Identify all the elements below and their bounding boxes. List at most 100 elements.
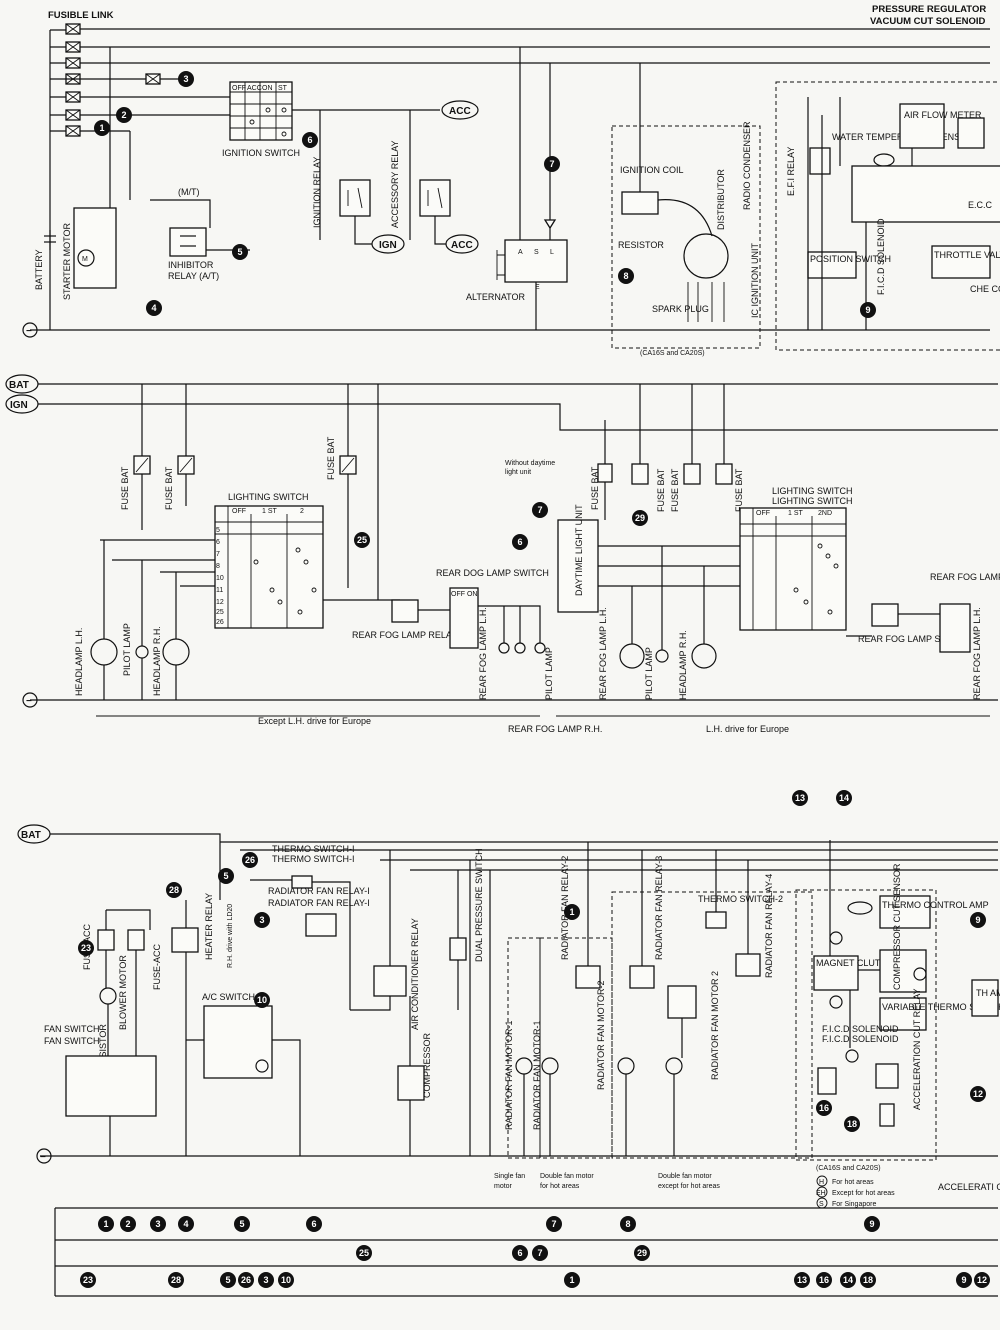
callout-marker-label: 26 (245, 855, 255, 865)
callout-marker (234, 1216, 250, 1232)
svg-text:FUSE BAT: FUSE BAT (164, 466, 174, 510)
callout-marker (532, 502, 548, 518)
svg-text:BLOWER MOTOR: BLOWER MOTOR (118, 955, 128, 1030)
svg-text:(CA16S and CA20S): (CA16S and CA20S) (816, 1165, 881, 1172)
ignition-relay: IGNITION RELAY IGN (312, 157, 405, 254)
svg-text:DUAL PRESSURE SWITCH: DUAL PRESSURE SWITCH (474, 848, 484, 962)
svg-text:light unit: light unit (505, 469, 531, 476)
inhibitor-relay: INHIBITOR RELAY (A/T) (M/T) (150, 187, 250, 281)
svg-text:F.I.C.D SOLENOID: F.I.C.D SOLENOID (822, 1024, 899, 1034)
callout-marker (146, 300, 162, 316)
fusible-links (65, 23, 161, 137)
svg-text:ACC: ACC (449, 106, 471, 117)
svg-text:HEATER RELAY: HEATER RELAY (204, 893, 214, 960)
svg-text:HEADLAMP R.H.: HEADLAMP R.H. (152, 626, 162, 696)
callout-marker-label: 1 (99, 123, 104, 133)
svg-text:RADIATOR FAN MOTOR-1: RADIATOR FAN MOTOR-1 (504, 1020, 514, 1130)
callout-marker-label: 10 (281, 1275, 291, 1285)
svg-text:REAR FOG LAMP L.H.: REAR FOG LAMP L.H. (598, 607, 608, 700)
svg-text:1 ST: 1 ST (788, 510, 804, 517)
ignition-switch-label: IGNITION SWITCH (222, 148, 300, 158)
svg-text:ACCELERATI CUT SWITCH: ACCELERATI CUT SWITCH (938, 1182, 1000, 1192)
svg-text:Except for hot areas: Except for hot areas (832, 1190, 895, 1197)
svg-text:Single fan: Single fan (494, 1173, 525, 1180)
lh-drive-label: L.H. drive for Europe (706, 724, 789, 734)
callout-marker (620, 1216, 636, 1232)
svg-text:COMPRESSOR CUT SENSOR: COMPRESSOR CUT SENSOR (892, 863, 902, 990)
svg-text:ON: ON (262, 85, 273, 92)
callout-marker-label: 3 (155, 1219, 160, 1229)
alternator: A S L E ALTERNATOR (466, 47, 568, 330)
lamps-right: REAR FOG LAMP L.H. PILOT LAMP HEADLAMP R… (598, 546, 1000, 700)
callout-marker-label: 18 (863, 1275, 873, 1285)
svg-text:FUSE-ACC: FUSE-ACC (152, 943, 162, 990)
svg-text:For hot areas: For hot areas (832, 1179, 874, 1186)
svg-text:6: 6 (216, 539, 220, 546)
svg-text:IGN: IGN (379, 240, 397, 251)
battery-label: BATTERY (34, 249, 44, 290)
svg-text:RADIATOR FAN RELAY-3: RADIATOR FAN RELAY-3 (654, 856, 664, 960)
svg-text:−: − (26, 696, 32, 707)
callout-marker (864, 1216, 880, 1232)
callout-marker (974, 1272, 990, 1288)
vacuum-cut-label: VACUUM CUT SOLENOID (870, 16, 986, 27)
efi-section: E.F.I RELAY WATER TEMPERATURE SENSOR AIR… (775, 81, 1000, 351)
callout-marker (178, 71, 194, 87)
svg-text:10: 10 (216, 575, 224, 582)
svg-text:AIR CONDITIONER RELAY: AIR CONDITIONER RELAY (410, 918, 420, 1030)
callout-marker (970, 1086, 986, 1102)
daytime-light-unit: Without daytime light unit DAYTIME LIGHT… (505, 420, 613, 613)
callout-marker (98, 1216, 114, 1232)
starter-motor-label: STARTER MOTOR (62, 222, 72, 300)
callout-marker (794, 1272, 810, 1288)
svg-text:HEADLAMP L.H.: HEADLAMP L.H. (74, 628, 84, 696)
ac-switch: A/C SWITCH (186, 992, 301, 1156)
svg-text:REAR FOG LAMP RELAY: REAR FOG LAMP RELAY (930, 572, 1000, 582)
svg-text:CHE CON: CHE CON (970, 284, 1000, 294)
svg-text:RESISTOR: RESISTOR (98, 1024, 108, 1070)
svg-text:LIGHTING SWITCH: LIGHTING SWITCH (772, 486, 853, 496)
callout-marker (306, 1216, 322, 1232)
svg-text:E: E (535, 284, 540, 291)
callout-marker-label: 13 (795, 793, 805, 803)
svg-text:RADIATOR FAN RELAY-4: RADIATOR FAN RELAY-4 (764, 874, 774, 978)
callout-marker (816, 1100, 832, 1116)
svg-text:2ND: 2ND (818, 510, 832, 517)
callout-marker-label: 25 (357, 535, 367, 545)
svg-text:TH AM: TH AM (976, 988, 1000, 998)
callout-marker (512, 1245, 528, 1261)
lighting-switch-left: LIGHTING SWITCH OFF 1 ST 2 5 6 7 8 10 11… (100, 492, 400, 629)
panel-cooling: BAT − FUSE-ACC FUSE-ACC BLOWER MOTOR RES… (17, 824, 1000, 1209)
svg-text:E.F.I RELAY: E.F.I RELAY (786, 147, 796, 196)
callout-marker (238, 1272, 254, 1288)
svg-text:FUSE BAT: FUSE BAT (656, 468, 666, 512)
callout-marker-label: 8 (623, 271, 628, 281)
svg-text:F.I.C.D SOLENOID: F.I.C.D SOLENOID (822, 1034, 899, 1044)
svg-text:REAR DOG LAMP SWITCH: REAR DOG LAMP SWITCH (436, 568, 549, 578)
svg-text:RADIATOR FAN RELAY-2: RADIATOR FAN RELAY-2 (560, 856, 570, 960)
bat-terminal-3: BAT (21, 830, 41, 841)
svg-text:1 ST: 1 ST (262, 508, 278, 515)
svg-text:OFF: OFF (232, 85, 246, 92)
svg-text:A/C SWITCH: A/C SWITCH (202, 992, 255, 1002)
callout-marker (546, 1216, 562, 1232)
callout-marker-label: 14 (843, 1275, 853, 1285)
callout-marker-label: 6 (307, 135, 312, 145)
callout-marker (116, 107, 132, 123)
callout-marker-label: 7 (537, 1248, 542, 1258)
svg-text:FUSE BAT: FUSE BAT (120, 466, 130, 510)
callout-marker-label: 28 (169, 885, 179, 895)
svg-text:PILOT LAMP: PILOT LAMP (122, 623, 132, 676)
svg-text:S: S (534, 249, 539, 256)
svg-text:DAYTIME LIGHT UNIT: DAYTIME LIGHT UNIT (574, 504, 584, 596)
svg-text:COMPRESSOR: COMPRESSOR (422, 1032, 432, 1098)
svg-text:L: L (550, 249, 554, 256)
callout-marker-label: 4 (183, 1219, 188, 1229)
callout-marker-label: 10 (257, 995, 267, 1005)
callout-marker (120, 1216, 136, 1232)
svg-text:R.H. drive with LD20: R.H. drive with LD20 (227, 904, 234, 968)
starter-motor: M STARTER MOTOR (62, 207, 117, 300)
svg-text:IGNITION RELAY: IGNITION RELAY (312, 157, 322, 228)
callout-marker-label: 5 (225, 1275, 230, 1285)
svg-text:motor: motor (494, 1183, 513, 1190)
